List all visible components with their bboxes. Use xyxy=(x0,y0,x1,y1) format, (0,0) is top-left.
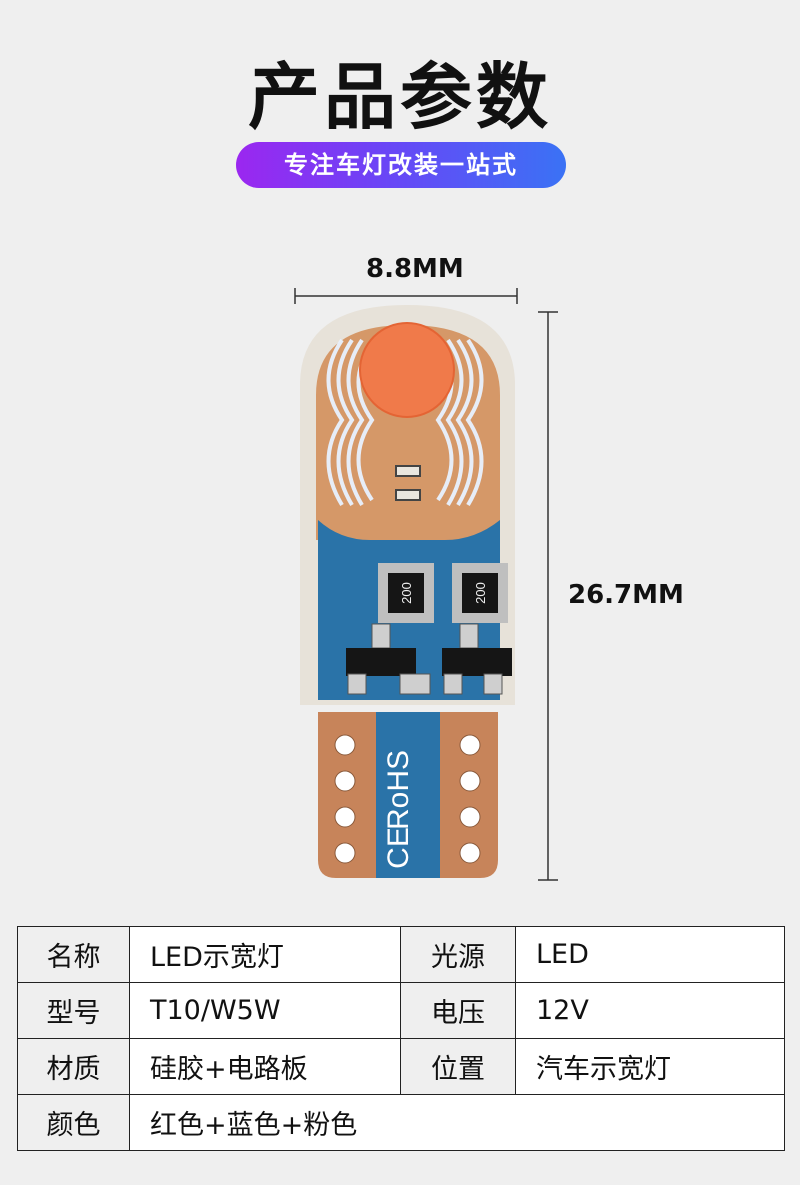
spec-value: 红色+蓝色+粉色 xyxy=(129,1094,785,1151)
table-row: 型号 T10/W5W 电压 12V xyxy=(17,982,785,1039)
contact-holes-left xyxy=(334,734,356,864)
led-bulb-illustration: 200 200 RoHS CE xyxy=(294,288,558,881)
transistor-left xyxy=(346,623,431,695)
contact-holes-right xyxy=(459,734,481,864)
height-dimension-line xyxy=(538,311,558,881)
resistor-right: 200 xyxy=(452,563,508,623)
spec-table: 名称 LED示宽灯 光源 LED 型号 T10/W5W 电压 12V 材质 硅胶… xyxy=(17,926,785,1151)
resistor-code-right: 200 xyxy=(473,582,488,604)
spec-key: 光源 xyxy=(400,926,516,983)
table-row: 颜色 红色+蓝色+粉色 xyxy=(17,1094,785,1151)
resistor-code-left: 200 xyxy=(399,582,414,604)
transistor-right xyxy=(442,623,512,695)
width-dimension-label: 8.8MM xyxy=(366,254,464,284)
spec-value: T10/W5W xyxy=(129,982,401,1039)
base-center-strip xyxy=(376,712,440,878)
spec-value: 12V xyxy=(515,982,785,1039)
spec-value: LED xyxy=(515,926,785,983)
spec-value: 汽车示宽灯 xyxy=(515,1038,785,1095)
table-row: 名称 LED示宽灯 光源 LED xyxy=(17,926,785,983)
table-row: 材质 硅胶+电路板 位置 汽车示宽灯 xyxy=(17,1038,785,1095)
spec-key: 名称 xyxy=(17,926,130,983)
spec-key: 型号 xyxy=(17,982,130,1039)
tagline-badge: 专注车灯改装一站式 xyxy=(236,142,566,188)
rohs-marking: RoHS xyxy=(382,750,415,830)
width-dimension-line xyxy=(294,288,518,304)
spec-key: 材质 xyxy=(17,1038,130,1095)
spec-key: 颜色 xyxy=(17,1094,130,1151)
page-title: 产品参数 xyxy=(247,55,552,139)
resistor-left: 200 xyxy=(378,563,434,623)
spec-key: 位置 xyxy=(400,1038,516,1095)
height-dimension-label: 26.7MM xyxy=(568,580,684,610)
spec-value: 硅胶+电路板 xyxy=(129,1038,401,1095)
spec-key: 电压 xyxy=(400,982,516,1039)
spec-value: LED示宽灯 xyxy=(129,926,401,983)
ce-marking: CE xyxy=(382,827,415,869)
led-chip xyxy=(360,323,454,417)
